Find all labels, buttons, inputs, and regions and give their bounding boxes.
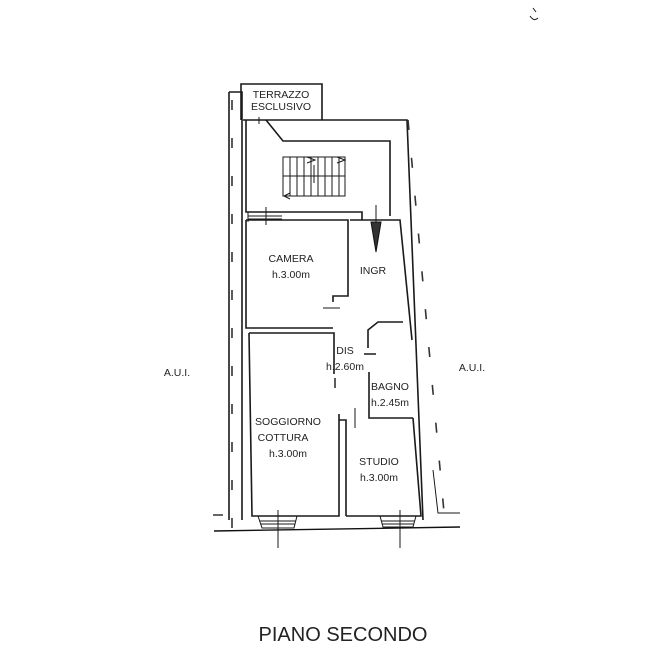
camera-label: CAMERA	[269, 253, 314, 265]
soggiorno-height: h.3.00m	[269, 448, 307, 460]
stair-landing	[245, 119, 391, 220]
outer-wall-left	[228, 91, 243, 520]
bagno-walls	[364, 321, 413, 419]
dis-label: DIS	[336, 345, 354, 357]
camera-walls	[245, 219, 349, 329]
terrace-label-2: ESCLUSIVO	[251, 101, 311, 113]
ingr-label: INGR	[360, 265, 387, 277]
soggiorno-walls	[248, 332, 347, 517]
neighbor-left-label: A.U.I.	[164, 367, 190, 379]
neighbor-right-label: A.U.I.	[459, 362, 485, 374]
bottom-line	[213, 526, 461, 532]
corner-mark	[529, 7, 539, 21]
cottura-label: COTTURA	[258, 432, 309, 444]
bagno-label: BAGNO	[371, 381, 409, 393]
soggiorno-label: SOGGIORNO	[255, 416, 321, 428]
plan-title: PIANO SECONDO	[259, 624, 428, 646]
outer-wall-top	[243, 119, 424, 521]
studio-label: STUDIO	[359, 456, 399, 468]
windows-bottom	[257, 510, 417, 548]
studio-height: h.3.00m	[360, 472, 398, 484]
terrace-label-1: TERRAZZO	[253, 89, 310, 101]
dis-height: h.2.60m	[326, 361, 364, 373]
window-top	[247, 117, 282, 225]
staircase	[282, 156, 347, 200]
terrace-box	[240, 83, 323, 120]
camera-height: h.3.00m	[272, 269, 310, 281]
studio-walls	[346, 417, 422, 517]
bagno-height: h.2.45m	[371, 397, 409, 409]
entry-arrow-icon	[370, 221, 382, 253]
